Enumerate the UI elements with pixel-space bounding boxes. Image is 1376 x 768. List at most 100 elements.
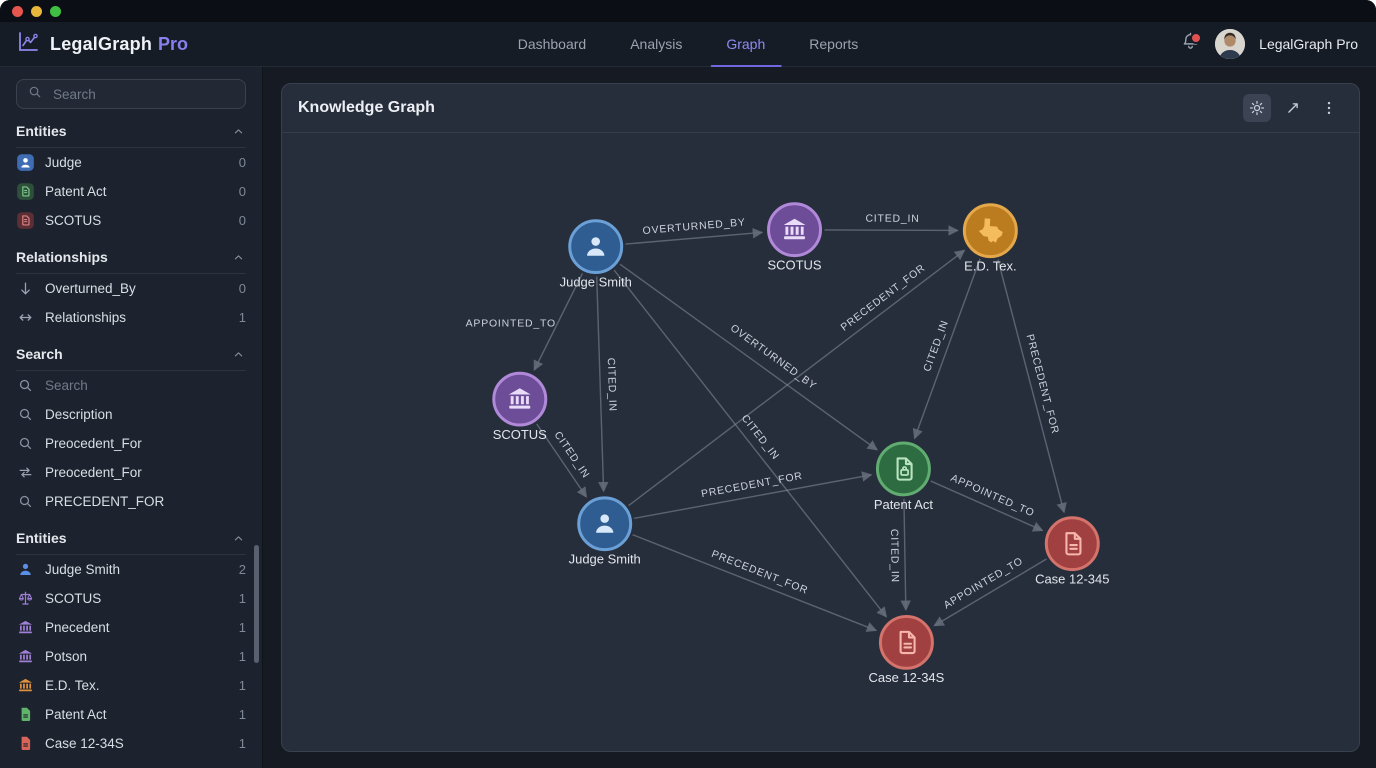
search-icon — [19, 379, 32, 392]
edge-patent-act-case-2 — [900, 498, 911, 612]
item-count: 1 — [238, 591, 246, 606]
item-label: Patent Act — [45, 184, 107, 199]
edge-case-1-case-2 — [933, 558, 1047, 627]
panel-header: Knowledge Graph — [282, 84, 1359, 133]
item-count: 0 — [238, 184, 246, 199]
nav-tab-dashboard[interactable]: Dashboard — [517, 36, 587, 52]
chevron-up-icon — [234, 128, 243, 133]
sidebar-item-e-d-tex[interactable]: E.D. Tex.1 — [0, 671, 262, 700]
sidebar-item-preocedent-for[interactable]: Preocedent_For — [0, 458, 262, 487]
edge-label: PRECEDENT_FOR — [710, 549, 810, 597]
notifications-button[interactable] — [1179, 32, 1203, 55]
bank-icon — [783, 218, 806, 240]
sidebar-section-header-entities-3[interactable]: Entities — [16, 527, 246, 549]
chevron-up-icon — [234, 535, 243, 540]
nav-tab-analysis[interactable]: Analysis — [630, 36, 683, 52]
sidebar-item-description[interactable]: Description — [0, 400, 262, 429]
search-icon — [19, 495, 32, 508]
edge-label: APPOINTED_TO — [466, 318, 556, 329]
chevron-up-icon — [234, 351, 243, 356]
edge-label: CITED_IN — [922, 319, 951, 374]
edge-judge-smith-1-case-2 — [613, 269, 888, 618]
edge-scotus-2-judge-smith-2 — [536, 423, 588, 498]
notification-dot — [1190, 32, 1203, 44]
arrow-down-icon — [21, 282, 30, 295]
item-label: Description — [45, 407, 113, 422]
search-icon — [19, 408, 32, 421]
search-input[interactable] — [51, 85, 235, 103]
item-label: Pnecedent — [45, 620, 110, 635]
sidebar-item-pnecedent[interactable]: Pnecedent 1 — [0, 613, 262, 642]
edge-judge-smith-2-patent-act — [634, 471, 873, 520]
section-divider — [16, 273, 246, 274]
sidebar-section-header-entities-0[interactable]: Entities — [16, 120, 246, 142]
scales-icon — [18, 591, 33, 605]
sidebar-section-header-relationships-1[interactable]: Relationships — [16, 246, 246, 268]
item-count: 2 — [238, 562, 246, 577]
nav-tab-reports[interactable]: Reports — [809, 36, 859, 52]
node-label: Judge Smith — [560, 275, 632, 290]
graph-node-judge-smith-1[interactable]: Judge Smith — [560, 219, 632, 290]
item-count: 1 — [238, 736, 246, 751]
traffic-light-close-icon[interactable] — [12, 5, 23, 17]
person-badge-icon — [17, 154, 34, 171]
sidebar-item-preocedent-for[interactable]: Preocedent_For — [0, 429, 262, 458]
edge-judge-smith-1-scotus-1 — [625, 228, 764, 245]
main-area: Knowledge Graph OVERTURNED_BY CITED_IN APP… — [263, 67, 1376, 768]
more-button[interactable] — [1315, 94, 1343, 122]
expand-button[interactable] — [1279, 94, 1307, 122]
edge-label: CITED_IN — [865, 214, 919, 225]
graph-canvas[interactable]: OVERTURNED_BY CITED_IN APPOINTED_TO CITED_I… — [282, 133, 1359, 751]
avatar[interactable] — [1215, 29, 1246, 59]
graph-node-ed-tex[interactable]: E.D. Tex. — [962, 203, 1018, 274]
more-icon — [1327, 101, 1331, 115]
graph-node-case-2[interactable]: Case 12-34S — [869, 614, 945, 685]
doc-lock-icon — [896, 457, 913, 481]
traffic-light-minimize-icon[interactable] — [31, 5, 42, 17]
doc-lines-icon — [1065, 532, 1082, 556]
sidebar-section-header-search-2[interactable]: Search — [16, 343, 246, 365]
item-label: Relationships — [45, 310, 127, 325]
sidebar-item-search[interactable]: Search — [0, 371, 262, 400]
item-label: Potson — [45, 649, 88, 664]
section-title: Relationships — [16, 249, 108, 265]
edge-label: PRECEDENT_FOR — [700, 471, 803, 500]
graph-node-case-1[interactable]: Case 12-345 — [1035, 516, 1109, 587]
sidebar-item-precedent-for[interactable]: PRECEDENT_FOR — [0, 487, 262, 516]
item-label: Search — [45, 378, 88, 393]
traffic-light-zoom-icon[interactable] — [50, 5, 61, 17]
graph-node-scotus-1[interactable]: SCOTUS — [767, 202, 822, 273]
graph-node-scotus-2[interactable]: SCOTUS — [492, 371, 548, 442]
doc-lines-icon — [899, 630, 916, 655]
item-label: E.D. Tex. — [45, 678, 100, 693]
sidebar-item-patent-act[interactable]: Patent Act 0 — [0, 177, 262, 206]
graph-node-patent-act[interactable]: Patent Act — [874, 441, 934, 512]
item-count: 0 — [238, 281, 246, 296]
nav-tab-graph[interactable]: Graph — [710, 22, 782, 67]
sidebar-scrollbar[interactable] — [254, 545, 259, 663]
node-label: Case 12-345 — [1035, 572, 1109, 587]
panel-title: Knowledge Graph — [298, 99, 435, 116]
expand-icon — [1288, 103, 1298, 113]
gear-button[interactable] — [1243, 94, 1271, 122]
person-icon — [20, 563, 31, 576]
item-count: 1 — [238, 620, 246, 635]
gear-icon — [1249, 100, 1265, 116]
edge-judge-smith-1-judge-smith-2 — [596, 276, 609, 493]
edge-label: OVERTURNED_BY — [728, 323, 818, 392]
section-title: Search — [16, 346, 63, 362]
edge-judge-smith-1-patent-act — [619, 263, 879, 451]
graph-node-judge-smith-2[interactable]: Judge Smith — [569, 496, 641, 567]
